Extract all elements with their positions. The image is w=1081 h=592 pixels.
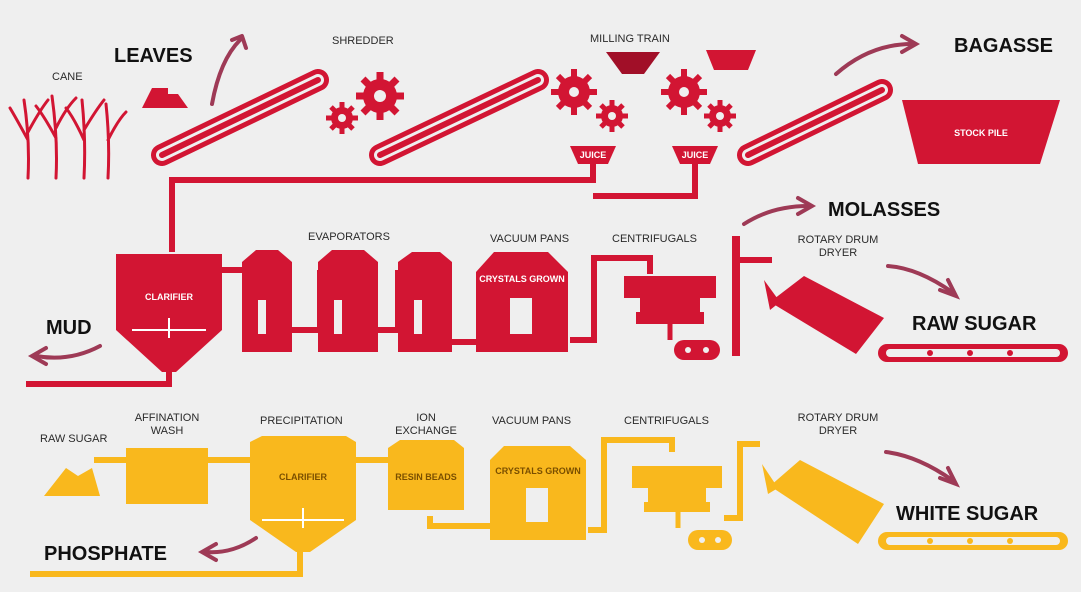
milling-gear-1-icon <box>551 69 597 115</box>
mud-arrow-icon <box>34 344 102 360</box>
crystals-grown-refining-label: CRYSTALS GROWN <box>495 466 581 476</box>
affination-wash-tank <box>126 448 208 504</box>
shredder-label: SHREDDER <box>332 35 394 47</box>
bagasse-arrow-icon <box>834 42 914 76</box>
juice-pipe <box>169 164 698 252</box>
water-hopper-icon <box>706 50 756 70</box>
leaves-hopper-icon <box>142 88 188 108</box>
leaves-arrow-icon <box>210 38 242 106</box>
raw-sugar-label: RAW SUGAR <box>912 313 1037 335</box>
raw-sugar-input-label: RAW SUGAR <box>40 433 107 445</box>
precipitation-clarifier-label: CLARIFIER <box>279 472 327 482</box>
crystals-grown-label: CRYSTALS GROWN <box>479 274 565 284</box>
raw-sugar-conveyor <box>878 344 1068 362</box>
white-sugar-label: WHITE SUGAR <box>896 503 1039 525</box>
shredder-gear-small-icon <box>326 102 358 134</box>
centrifugal-refining-unit <box>632 466 732 550</box>
molasses-arrow-icon <box>742 204 810 226</box>
evaporator-3 <box>398 252 452 352</box>
ion-exchange-tank <box>388 440 464 510</box>
juice-tray-2 <box>672 146 718 164</box>
rotary-drum-dryer-refining-label-box: ROTARY DRUM DRYER <box>797 412 879 437</box>
affination-wash-label: AFFINATION WASH <box>134 412 200 437</box>
milling-train-label: MILLING TRAIN <box>590 33 670 45</box>
evaporators-label: EVAPORATORS <box>308 231 390 243</box>
juice-tray-1-label: JUICE <box>580 150 607 160</box>
ion-exchange-label-box: ION EXCHANGE <box>395 412 457 437</box>
raw-sugar-pile-icon <box>44 468 100 496</box>
ion-exchange-label: ION EXCHANGE <box>395 412 457 437</box>
milling-gear-2-icon <box>596 100 628 132</box>
precipitation-label: PRECIPITATION <box>260 415 343 427</box>
rotary-drum-dryer <box>764 276 884 354</box>
rotary-drum-dryer-refining-label: ROTARY DRUM DRYER <box>797 412 879 437</box>
juice-tray-1 <box>570 146 616 164</box>
precipitation-clarifier <box>250 436 356 552</box>
milling-hopper-icon <box>606 52 660 74</box>
white-sugar-arrow-icon <box>884 450 954 482</box>
centrifugals-refining-label: CENTRIFUGALS <box>624 415 709 427</box>
conveyor-belt-2 <box>369 69 549 166</box>
evaporator-2 <box>318 250 378 352</box>
leaves-label: LEAVES <box>114 45 193 67</box>
refining-pipe <box>30 437 760 577</box>
milling-gear-4-icon <box>704 100 736 132</box>
conveyor-belt-1 <box>151 69 329 166</box>
rotary-drum-dryer-label: ROTARY DRUM DRYER <box>797 234 879 259</box>
white-sugar-conveyor <box>878 532 1068 550</box>
phosphate-arrow-icon <box>204 536 258 555</box>
shredder-gear-large-icon <box>356 72 404 120</box>
raw-sugar-arrow-icon <box>886 264 954 294</box>
affination-wash-label-box: AFFINATION WASH <box>134 412 200 437</box>
stock-pile-label: STOCK PILE <box>954 128 1008 138</box>
vacuum-pans-label: VACUUM PANS <box>490 233 569 245</box>
cane-icon <box>8 94 128 180</box>
stock-pile-box <box>902 100 1060 164</box>
milling-gear-3-icon <box>661 69 707 115</box>
resin-beads-label: RESIN BEADS <box>395 472 457 482</box>
clarifier-label: CLARIFIER <box>145 292 193 302</box>
bagasse-label: BAGASSE <box>954 35 1053 57</box>
mud-label: MUD <box>46 317 92 339</box>
phosphate-label: PHOSPHATE <box>44 543 167 565</box>
molasses-label: MOLASSES <box>828 199 940 221</box>
raw-sugar-process <box>8 50 1068 387</box>
rotary-drum-dryer-refining <box>762 460 884 544</box>
white-sugar-process <box>30 436 1068 577</box>
flow-arrows <box>27 34 961 562</box>
conveyor-belt-3 <box>737 79 893 166</box>
cane-label: CANE <box>52 71 83 83</box>
juice-tray-2-label: JUICE <box>682 150 709 160</box>
centrifugal-unit <box>624 276 720 360</box>
vacuum-pans-refining-label: VACUUM PANS <box>492 415 571 427</box>
centrifugals-label: CENTRIFUGALS <box>612 233 697 245</box>
rotary-drum-dryer-label-box: ROTARY DRUM DRYER <box>797 234 879 259</box>
clarifier-tank <box>116 254 222 372</box>
sugar-duct <box>732 236 740 356</box>
evaporator-1 <box>242 250 292 352</box>
